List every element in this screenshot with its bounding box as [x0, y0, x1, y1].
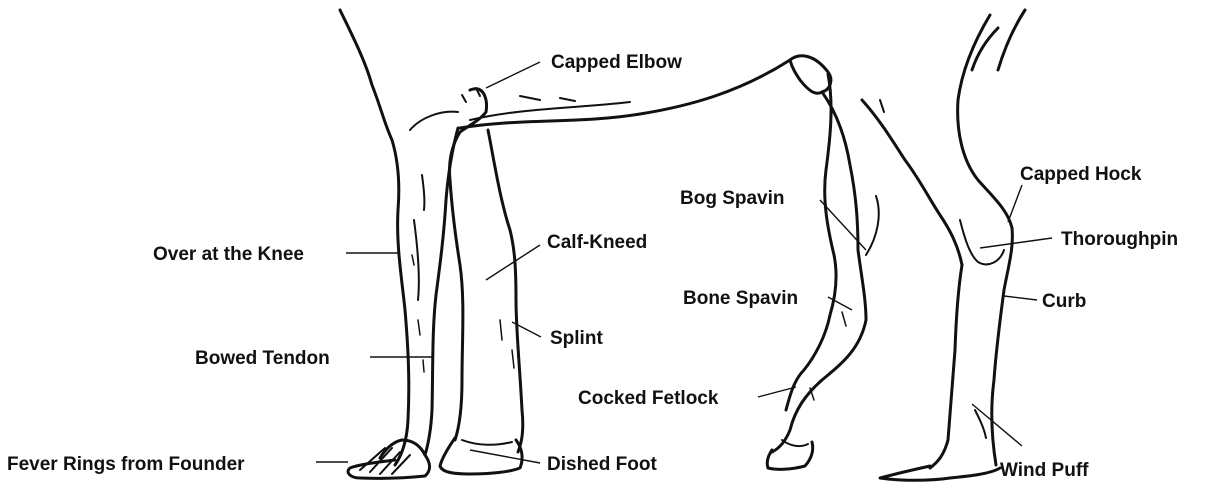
leader-wind-puff [972, 404, 1022, 446]
label-calf-kneed: Calf-Kneed [547, 232, 647, 253]
label-wind-puff: Wind Puff [1000, 460, 1089, 481]
label-capped-hock: Capped Hock [1020, 164, 1142, 185]
leader-dished-foot [470, 450, 540, 463]
hind-far-hoof [880, 466, 1000, 480]
front-outer-hoof [348, 440, 429, 478]
label-over-at-the-knee: Over at the Knee [153, 244, 304, 265]
hind-near-hoof [767, 440, 813, 469]
leader-capped-hock [1008, 185, 1022, 222]
label-capped-elbow: Capped Elbow [551, 52, 682, 73]
label-bone-spavin: Bone Spavin [683, 288, 798, 309]
label-thoroughpin: Thoroughpin [1061, 229, 1178, 250]
hind-leg-far [862, 100, 962, 265]
hind-leg-near [772, 74, 879, 452]
front-leg-outer [340, 10, 458, 465]
label-bowed-tendon: Bowed Tendon [195, 348, 330, 369]
leader-capped-elbow [486, 62, 540, 88]
leader-thoroughpin [980, 238, 1052, 248]
hind-leg-hock [930, 10, 1025, 468]
front-inner-hoof [440, 438, 522, 474]
label-splint: Splint [550, 328, 603, 349]
label-fever-rings: Fever Rings from Founder [7, 454, 245, 475]
front-leg-inner [449, 88, 522, 452]
label-dished-foot: Dished Foot [547, 454, 657, 475]
label-bog-spavin: Bog Spavin [680, 188, 785, 209]
stifle-patch [790, 56, 831, 93]
label-cocked-fetlock: Cocked Fetlock [578, 388, 719, 409]
label-curb: Curb [1042, 291, 1086, 312]
labels: Capped Elbow Over at the Knee Calf-Kneed… [7, 52, 1178, 481]
leader-curb [1004, 296, 1037, 300]
